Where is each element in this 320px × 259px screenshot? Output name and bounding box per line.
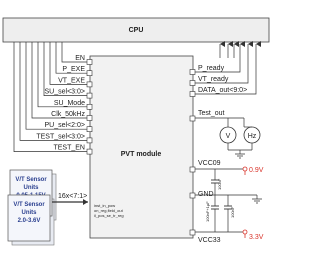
input-label-3: SU_sel<3:0> xyxy=(45,89,85,96)
cap1-label: 100nF xyxy=(217,178,222,190)
input-wire-2 xyxy=(49,42,89,85)
input-wire-8 xyxy=(13,42,89,152)
supply-section: VCC09 0.9V GND 100nF 100nF+1µF 100nF VCC… xyxy=(189,160,264,244)
input-pin-8 xyxy=(86,148,93,155)
input-pin-1 xyxy=(86,70,93,76)
input-signals: EN P_EXE VT_EXE SU_sel<3:0> SU_ModeClk_50kHz… xyxy=(13,42,93,155)
bus-label: 16x<7:1> xyxy=(58,193,87,200)
input-label-5: Clk_50kHz xyxy=(51,111,85,118)
output-label-2: DATA_out<9:0> xyxy=(198,87,247,94)
vcc09-label: VCC09 xyxy=(198,160,221,167)
pvt-module-label: PVT module xyxy=(121,151,162,158)
output-wire-1 xyxy=(195,41,253,84)
input-label-6: PU_sel<2:0> xyxy=(45,122,85,129)
input-wire-0 xyxy=(61,42,89,63)
sensor-unit-1-line2: Units xyxy=(24,185,40,191)
input-pin-6 xyxy=(86,126,93,132)
cpu-block: CPU xyxy=(2,17,270,43)
sensor-unit-2-title: V/T Sensor xyxy=(13,202,45,208)
output-pin-1 xyxy=(189,80,196,86)
gnd-label: GND xyxy=(198,191,214,198)
bus-line-3: il_pos_se_tr_reg xyxy=(94,213,124,218)
input-wire-5 xyxy=(31,42,89,119)
bus-line-1: inst_in_pow xyxy=(94,203,115,208)
test-output: Test_out V Hz xyxy=(189,110,261,159)
vcc33-label: VCC33 xyxy=(198,237,221,244)
input-label-7: TEST_sel<3:0> xyxy=(36,133,85,140)
input-label-1: P_EXE xyxy=(62,66,85,73)
voltmeter-label: V xyxy=(226,133,231,140)
input-pin-4 xyxy=(86,104,93,110)
input-wire-7 xyxy=(19,42,89,141)
vcc33-supply-terminal xyxy=(242,229,248,235)
pvt-block-diagram: CPU PVT module EN P_EXE VT_EXE SU_sel<3:0> S… xyxy=(2,17,270,246)
input-wire-1 xyxy=(55,42,89,74)
sensor-units: V/T Sensor Units 0.05-1.15V V/T Sensor U… xyxy=(7,169,57,246)
test-out-pin xyxy=(189,115,196,122)
gnd-pin xyxy=(189,192,196,199)
sensor-bus: 16x<7:1> inst_in_pow on_reg,field_out il… xyxy=(52,193,124,218)
output-pin-0 xyxy=(189,69,196,75)
sensor-unit-2-range: 2.0-3.6V xyxy=(18,218,41,224)
input-pin-0 xyxy=(86,59,93,65)
ground-symbol xyxy=(235,153,245,159)
input-wire-6 xyxy=(25,42,89,130)
vcc09-supply-terminal xyxy=(242,166,248,172)
input-pin-3 xyxy=(86,92,93,99)
vcc09-pin xyxy=(189,166,196,173)
output-wire-2 xyxy=(195,41,261,95)
input-label-0: EN xyxy=(75,55,85,62)
input-pin-5 xyxy=(86,115,93,121)
pvt-module: PVT module xyxy=(89,55,194,239)
cap2-label: 100nF+1µF xyxy=(205,201,210,222)
output-label-1: VT_ready xyxy=(198,76,229,83)
sensor-unit-1-title: V/T Sensor xyxy=(15,177,47,183)
input-label-8: TEST_EN xyxy=(53,145,85,152)
output-pin-2 xyxy=(189,91,196,97)
test-out-label: Test_out xyxy=(198,110,225,117)
v09-label: 0.9V xyxy=(249,167,264,174)
v33-label: 3.3V xyxy=(249,234,264,241)
bus-line-2: on_reg,field_out xyxy=(94,208,124,213)
input-label-2: VT_EXE xyxy=(58,77,85,84)
input-pin-2 xyxy=(86,81,93,88)
input-wire-3 xyxy=(43,42,89,96)
sensor-unit-2-line2: Units xyxy=(22,210,38,216)
input-wire-4 xyxy=(37,42,89,108)
cap3-label: 100nF xyxy=(230,206,235,218)
cpu-box xyxy=(2,17,270,43)
output-wire-0 xyxy=(195,41,245,73)
pvt-module-box xyxy=(89,55,194,239)
input-label-4: SU_Mode xyxy=(54,100,85,107)
output-label-0: P_ready xyxy=(198,65,225,72)
frequency-meter-label: Hz xyxy=(248,133,257,140)
cpu-label: CPU xyxy=(129,27,144,34)
sensor-unit-2-box xyxy=(7,194,51,242)
input-pin-7 xyxy=(86,137,93,144)
vcc33-pin xyxy=(189,229,196,236)
gnd-ground-symbol xyxy=(252,198,262,204)
